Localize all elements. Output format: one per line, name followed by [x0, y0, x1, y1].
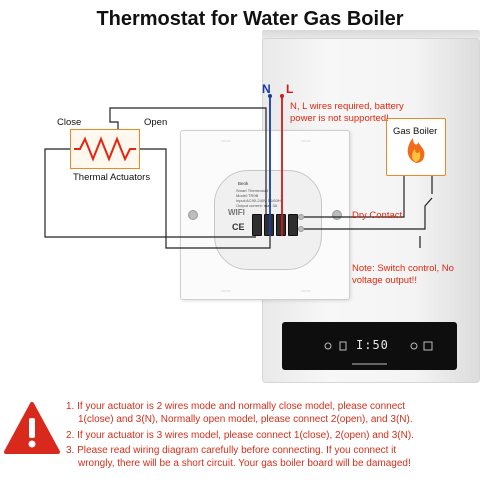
thermal-actuators-label: Thermal Actuators: [73, 172, 151, 183]
switch-note: Note: Switch control, No voltage output!…: [352, 263, 454, 286]
warning-icon: [4, 402, 60, 454]
boiler-readout: I:50: [356, 338, 389, 352]
temp-icon: [410, 342, 418, 350]
mode-icon: [339, 341, 347, 351]
settings-icon: [423, 341, 433, 351]
display-line: [352, 363, 387, 365]
boiler-display-panel: [282, 322, 457, 370]
terminal-5-top: [298, 214, 304, 220]
n-label: N: [262, 82, 271, 96]
instruction-note-3: 3. Please read wiring diagram carefully …: [66, 445, 397, 456]
terminal-2: [264, 214, 274, 236]
l-terminal-dot: [280, 94, 284, 98]
wifi-label: WIFI: [228, 208, 245, 217]
open-label: Open: [144, 117, 168, 128]
module-brand: Beok: [238, 181, 249, 186]
flame-icon: [407, 138, 425, 163]
module-spec-line: Model:TR9B: [236, 193, 259, 198]
open-wire: [109, 107, 267, 214]
instruction-note-1: 1. If your actuator is 2 wires mode and …: [66, 401, 406, 412]
dry-contact-label: Dry Contact: [352, 210, 403, 221]
ce-mark: CE: [232, 222, 245, 232]
terminal-4: [288, 214, 298, 236]
mount-screw-right: [332, 210, 342, 220]
instruction-note-3-cont: wrongly, there will be a short circuit. …: [78, 458, 411, 469]
terminal-1: [252, 214, 262, 236]
module-spec-line: Input:AC90-240V 50/60Hz: [236, 198, 283, 203]
module-spec-line: Smart Thermostat: [236, 188, 268, 193]
gas-boiler-label: Gas Boiler: [393, 126, 438, 137]
display-icons: [324, 341, 433, 365]
terminal-3: [276, 214, 286, 236]
n-terminal-dot: [268, 94, 272, 98]
close-wire: [44, 148, 256, 238]
mount-screw-left: [188, 210, 198, 220]
module-spec-line: Output current: max 3A: [236, 203, 278, 208]
actuator-n-wire: [140, 148, 271, 249]
resistor-icon: [74, 136, 136, 162]
plate-texture: [221, 140, 311, 292]
nl-note: N, L wires required, battery power is no…: [290, 101, 404, 124]
terminal-6-bottom: [298, 226, 304, 232]
boiler-contact-wire-b: [304, 197, 433, 230]
instruction-note-1-cont: 1(close) and 3(N), Normally open model, …: [78, 414, 413, 425]
diagram-title: Thermostat for Water Gas Boiler: [96, 8, 404, 30]
power-icon: [324, 342, 332, 350]
instruction-note-2: 2. If your actuator is 3 wires model, pl…: [66, 430, 414, 441]
close-label: Close: [57, 117, 82, 128]
boiler-contact-wire-a: [304, 176, 405, 218]
l-label: L: [286, 82, 294, 96]
